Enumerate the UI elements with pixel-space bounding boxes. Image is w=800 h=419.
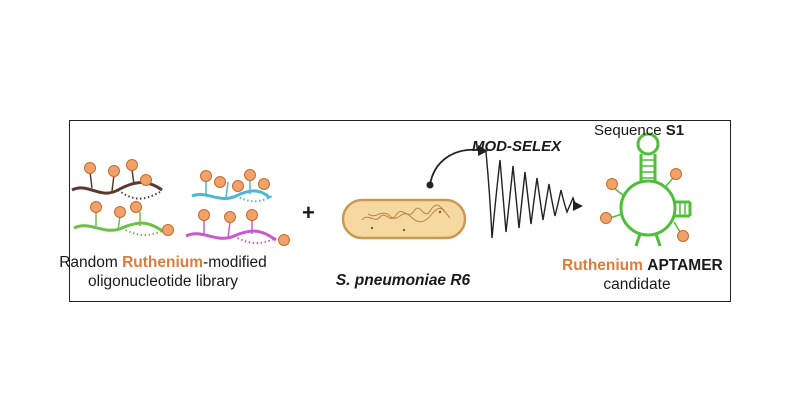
ruthenium-icon [140,174,152,186]
selex-funnel [485,151,578,239]
selex-arrow-head [478,145,488,156]
library-line2: oligonucleotide library [88,273,238,290]
ruthenium-icon [600,212,612,224]
ruthenium-icon [108,165,120,177]
ruthenium-icon [90,201,102,213]
ruthenium-icon [130,201,142,213]
library-highlight: Ruthenium [122,254,204,271]
aptamer-line2: candidate [603,276,671,293]
aptamer-label: Ruthenium APTAMER candidate [562,256,723,294]
ruthenium-icon [258,178,270,190]
sequence-id: S1 [665,122,685,139]
ruthenium-icon [670,168,682,180]
strand-green [73,212,165,236]
ruthenium-icon [224,211,236,223]
ruthenium-icon [198,209,210,221]
ruthenium-icon [200,170,212,182]
ruthenium-labels [84,159,290,246]
library-prefix: Random [59,254,123,271]
ruthenium-icon [677,230,689,242]
aptamer-highlight: Ruthenium [562,257,643,274]
library-suffix: -modified [203,254,267,271]
ruthenium-icon [162,224,174,236]
selex-arrow [429,148,479,186]
bacterium-label: S. pneumoniae R6 [335,272,471,289]
selex-process [426,145,583,239]
bacterium-icon [341,198,467,240]
ruthenium-icon [244,169,256,181]
plus-sign: + [302,200,315,225]
ruthenium-icon [126,159,138,171]
ruthenium-icon [214,176,226,188]
strand-cyan [191,180,273,203]
ruthenium-icon [606,178,618,190]
ruthenium-icon [232,180,244,192]
ruthenium-icon [278,234,290,246]
oligonucleotide-library [71,159,290,246]
library-label: Random Ruthenium-modified oligonucleotid… [0,253,326,291]
aptamer-word: APTAMER [647,257,723,274]
strand-magenta [185,220,277,244]
aptamer-structure [600,132,692,247]
selex-label: MOD-SELEX [472,138,562,155]
figure-frame [69,120,731,302]
ruthenium-icon [114,206,126,218]
ruthenium-icon [246,209,258,221]
sequence-label: Sequence S1 [594,121,684,140]
ruthenium-icon [84,162,96,174]
sequence-prefix: Sequence [594,122,666,139]
